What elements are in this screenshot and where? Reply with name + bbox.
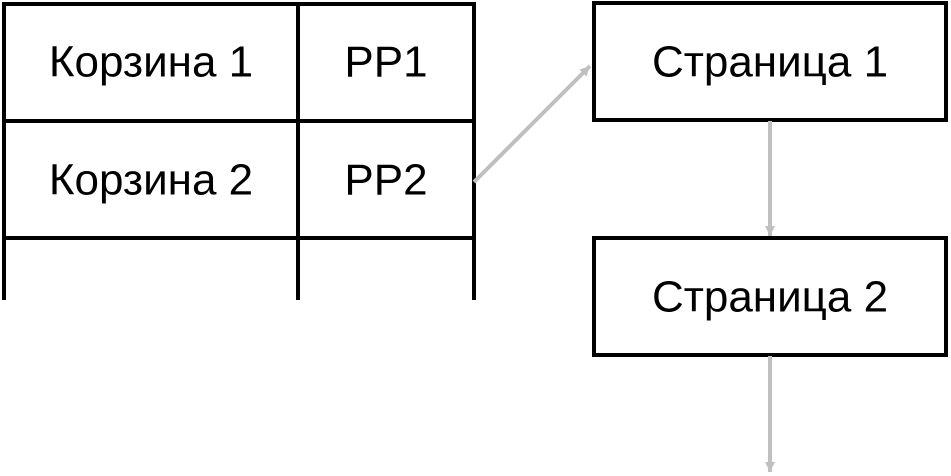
- arrows: [472, 64, 775, 472]
- pointer-label-1: PP1: [344, 38, 427, 87]
- page-label-1: Страница 1: [652, 38, 888, 87]
- bucket-label-2: Корзина 2: [49, 156, 253, 205]
- page-box-2: [592, 236, 948, 357]
- arrow-pp2-to-page-1: [472, 64, 592, 184]
- pointer-label-2: PP2: [344, 156, 427, 205]
- hash-table: [2, 2, 476, 300]
- page-label-2: Страница 2: [652, 273, 888, 322]
- bucket-label-1: Корзина 1: [49, 38, 253, 87]
- page-box-1: [592, 1, 948, 122]
